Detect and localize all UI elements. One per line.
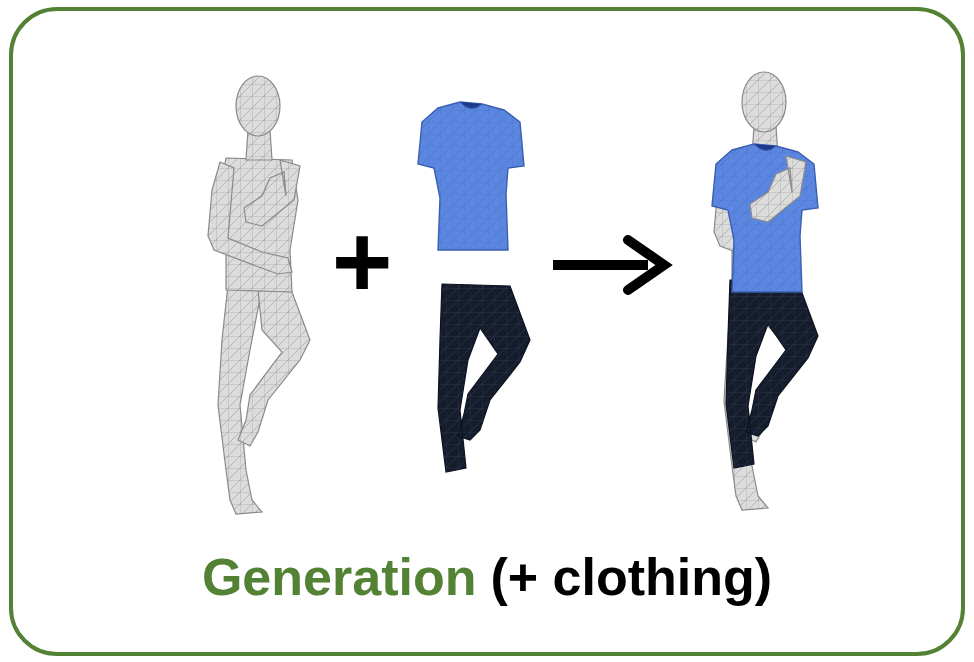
caption-note: (+ clothing) [490,548,772,608]
caption-title: Generation [202,548,477,608]
arrow [553,240,664,290]
frame [11,9,963,654]
caption-row: Generation(+ clothing) [0,548,974,608]
plus-sign: + [332,202,393,322]
